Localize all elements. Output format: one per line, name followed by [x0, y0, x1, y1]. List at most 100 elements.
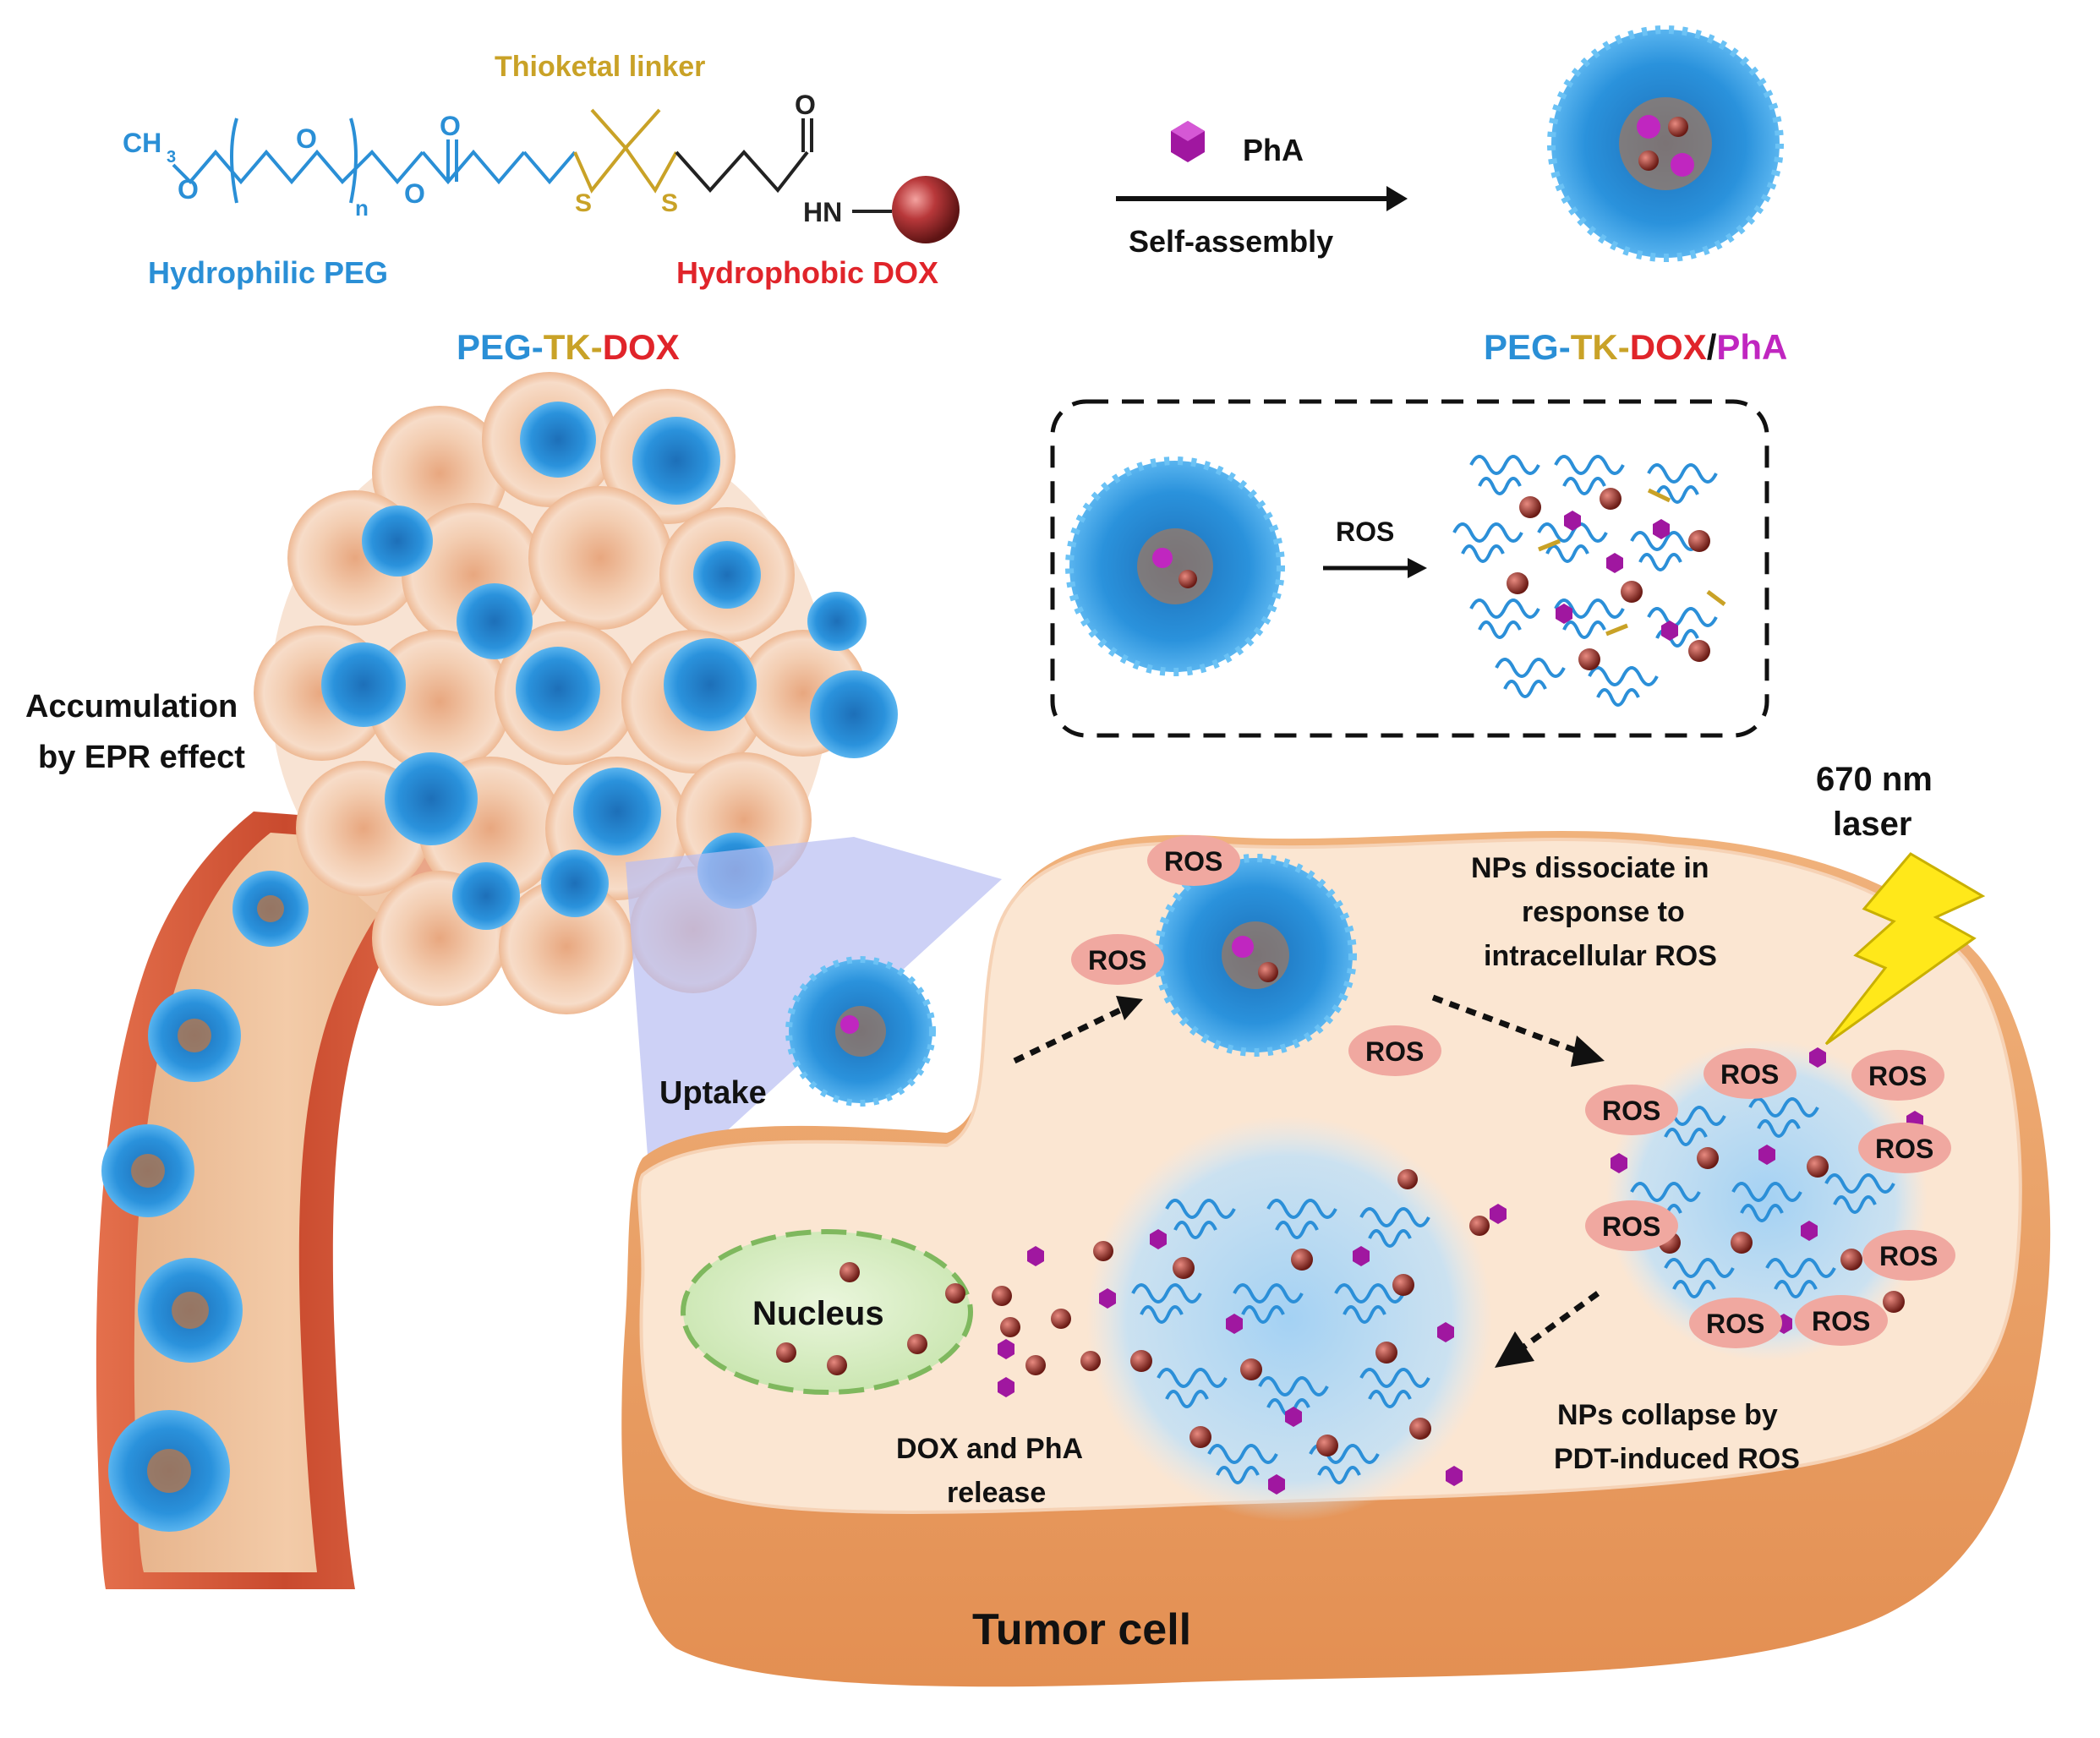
accumulation-label-line1: Accumulation [25, 689, 238, 724]
hn-label: HN [803, 197, 842, 227]
tumor-cell: Uptake ROS ROS ROS NPs dissociate in res… [621, 761, 2051, 1687]
product-peg: PEG [1484, 327, 1559, 367]
product-micelle [1547, 25, 1784, 262]
product-slash: / [1707, 327, 1717, 367]
ros-tag-4: ROS [1720, 1059, 1779, 1090]
micelle-dox-2 [1638, 150, 1659, 171]
released-contents [1130, 1199, 1463, 1495]
blood-vessel [96, 812, 474, 1589]
hydrophilic-peg-label: Hydrophilic PEG [148, 255, 388, 290]
ros-tag-10: ROS [1706, 1309, 1764, 1339]
pha-cube-top [1171, 121, 1205, 141]
self-assembly-step: PhA Self-assembly [1116, 121, 1408, 259]
ros-tag-6: ROS [1602, 1096, 1660, 1126]
o-atom-5: O [795, 90, 816, 120]
repeat-n: n [355, 195, 369, 221]
inset-np-pha [1152, 548, 1173, 568]
s-atom-2: S [661, 189, 678, 217]
amide-chain [675, 149, 809, 194]
ros-tag-3: ROS [1365, 1036, 1424, 1067]
product-pha: PhA [1716, 327, 1787, 367]
product-dox: DOX [1630, 327, 1707, 367]
thioketal-core [573, 145, 678, 194]
inset-np-dox [1179, 570, 1197, 588]
dissociate-line3: intracellular ROS [1484, 940, 1717, 972]
product-dash-2: - [1618, 327, 1630, 367]
ros-tag-5: ROS [1868, 1061, 1927, 1091]
name-dox: DOX [603, 327, 680, 367]
dox-sphere [892, 176, 960, 243]
collapse-arrow [1519, 1291, 1600, 1351]
inset-np-fuzz [1065, 456, 1285, 676]
free-drugs [992, 1169, 1507, 1397]
product-name: PEG-TK-DOX/PhA [1484, 327, 1787, 367]
ros-tag-11: ROS [1812, 1306, 1870, 1336]
tumor-cell-label: Tumor cell [972, 1605, 1191, 1654]
ros-bubbles-collapse: ROS ROS ROS ROS ROS ROS ROS ROS [1585, 1048, 1955, 1348]
o-atom-3: O [404, 178, 425, 209]
pha-reagent-label: PhA [1243, 133, 1304, 167]
dissociate-arrow [1431, 994, 1583, 1056]
thioketal-linker-label: Thioketal linker [495, 51, 705, 83]
collapse-line2: PDT-induced ROS [1554, 1443, 1800, 1475]
name-peg: PEG [457, 327, 532, 367]
ch3-subscript: 3 [167, 148, 176, 167]
o-atom-2: O [296, 123, 317, 154]
ester-chain [421, 149, 526, 185]
laser-label-line2: laser [1833, 806, 1911, 843]
micelle-pha-1 [1637, 115, 1660, 139]
micelle-fuzz [1547, 25, 1784, 262]
hydrophobic-dox-label: Hydrophobic DOX [676, 255, 938, 290]
product-tk: TK [1571, 327, 1618, 367]
release-line2: release [947, 1477, 1046, 1509]
self-assembly-label: Self-assembly [1129, 224, 1333, 259]
laser-label-line1: 670 nm [1816, 761, 1933, 798]
ros-tag-8: ROS [1602, 1211, 1660, 1242]
uptake-label: Uptake [659, 1075, 767, 1111]
methyl-1 [590, 108, 627, 150]
name-dash-1: - [532, 327, 544, 367]
inset-np-core [1137, 528, 1213, 604]
product-dash-1: - [1559, 327, 1571, 367]
name-tk: TK [544, 327, 591, 367]
accumulation-label-line2: by EPR effect [38, 740, 245, 775]
ros-tag-7: ROS [1875, 1134, 1933, 1164]
name-dash-2: - [591, 327, 603, 367]
tumor-nps [321, 402, 898, 930]
s-atom-1: S [575, 189, 592, 217]
micelle-core [1619, 97, 1712, 190]
disintegrating-contents [1611, 1047, 1923, 1334]
release-line1: DOX and PhA [896, 1433, 1083, 1465]
collapse-line1: NPs collapse by [1557, 1399, 1778, 1431]
repeat-bracket-left [230, 118, 238, 204]
methyl-2 [624, 108, 661, 150]
inset-ros-label: ROS [1336, 516, 1394, 547]
dissociate-line2: response to [1522, 896, 1685, 928]
ch3-label: CH [123, 128, 161, 158]
micelle-dox-1 [1668, 117, 1688, 137]
peg-backbone [172, 149, 424, 185]
dissociate-line1: NPs dissociate in [1471, 852, 1709, 884]
o-atom-1: O [178, 174, 199, 205]
inset-border [1050, 399, 1769, 738]
laser-lightning-icon [1824, 852, 1986, 1046]
ros-tag-2: ROS [1088, 945, 1146, 976]
propyl-chain [522, 150, 577, 185]
o-atom-4: O [440, 111, 461, 141]
released-np [1086, 1116, 1492, 1522]
micelle-pha-2 [1671, 153, 1694, 177]
repeat-bracket-right [349, 118, 358, 204]
ros-bubbles-intact: ROS ROS ROS [1071, 835, 1441, 1076]
inset-arrowhead [1408, 558, 1427, 578]
peg-tk-dox-name: PEG-TK-DOX [457, 327, 680, 367]
peg-tk-dox-structure: CH 3 O O n O O S S Thioketal linker O HN… [123, 51, 960, 367]
ros-tag-1: ROS [1164, 846, 1222, 877]
ros-tag-9: ROS [1879, 1241, 1938, 1271]
self-assembly-arrowhead [1386, 186, 1408, 211]
uptake-arrow [1013, 1007, 1122, 1064]
ros-inset: ROS [1050, 399, 1769, 738]
inset-disassembled-np [1452, 455, 1726, 707]
nucleus-label: Nucleus [752, 1295, 884, 1332]
